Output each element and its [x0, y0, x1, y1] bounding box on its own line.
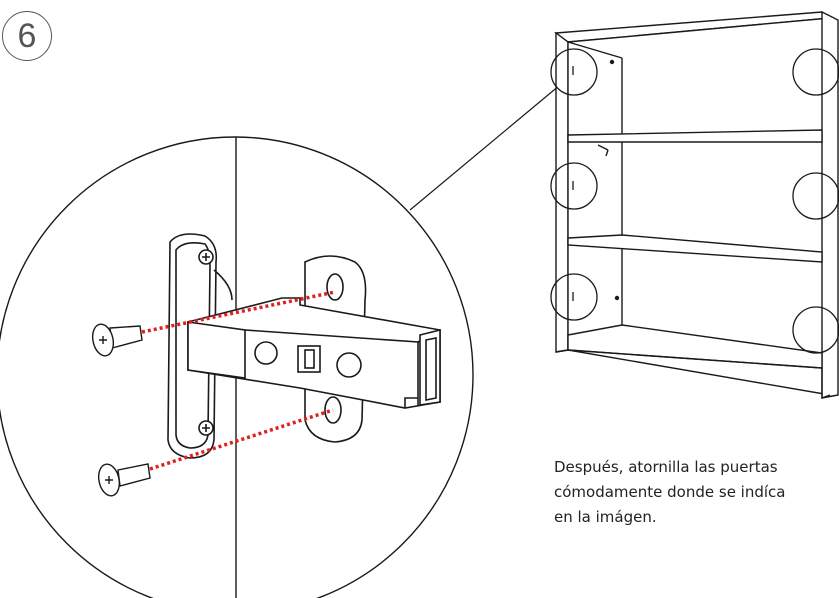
screw-icon	[97, 463, 151, 497]
zoom-circle	[0, 136, 474, 598]
zoom-connector-line	[409, 84, 561, 211]
screw-icon	[91, 323, 143, 357]
hinge-marker-middle-left	[550, 162, 598, 210]
hinge-location-markers	[550, 48, 839, 354]
hinge-marker-bottom-left	[550, 273, 598, 321]
hinge-detail-zoom	[0, 136, 474, 598]
bookshelf-cabinet	[554, 10, 839, 400]
hinge-marker-bottom-right	[792, 306, 839, 354]
hinge-marker-top-right	[792, 48, 839, 96]
hinge-marker-top-left	[550, 48, 598, 96]
hinge-arm	[187, 297, 441, 409]
instruction-line-1: Después, atornilla las puertas	[554, 458, 778, 476]
step-number: 6	[17, 17, 37, 55]
instruction-text: Después, atornilla las puertas cómodamen…	[554, 455, 839, 530]
hinge-marker-middle-right	[792, 172, 839, 220]
instruction-line-2: cómodamente donde se indíca	[554, 483, 786, 501]
step-number-badge: 6	[2, 11, 52, 61]
instruction-line-3: en la imágen.	[554, 508, 657, 526]
screw-guide-lines	[141, 290, 336, 471]
